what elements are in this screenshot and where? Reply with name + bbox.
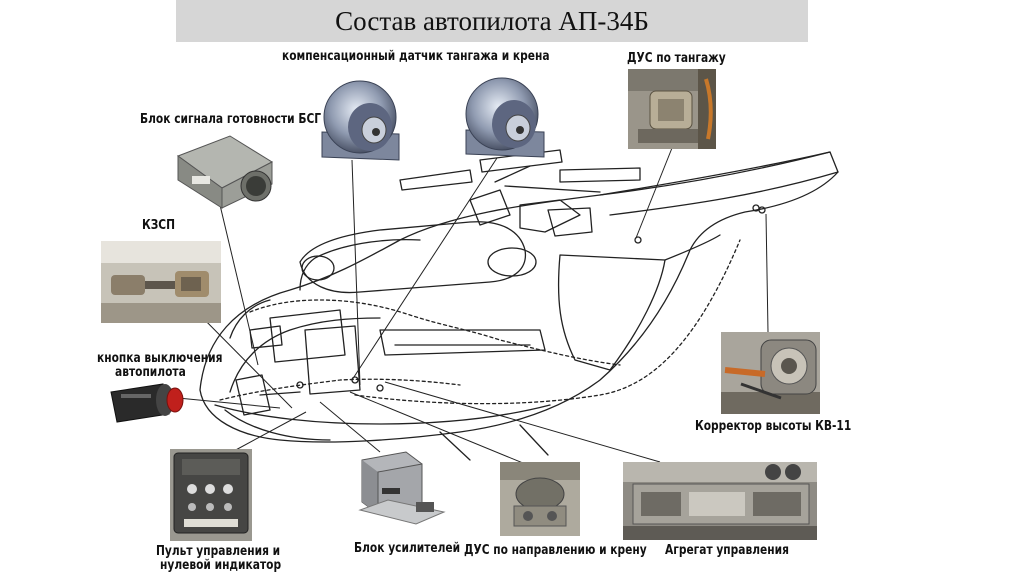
bsg-photo (176, 135, 274, 209)
dus-pitch-photo (628, 69, 716, 149)
comp-sensor-photo-2 (465, 77, 545, 158)
label-button-line1: кнопка выключения (97, 351, 223, 366)
corrector-photo (721, 332, 820, 414)
dus-heading-photo (500, 462, 580, 536)
label-panel-line2: нулевой индикатор (160, 558, 282, 573)
title-bar: Состав автопилота АП-34Б (176, 0, 808, 42)
amplifier-photo (358, 451, 446, 525)
label-panel-line1: Пульт управления и (156, 544, 281, 559)
label-control-unit: Агрегат управления (665, 543, 789, 558)
label-dus-heading: ДУС по направлению и крену (464, 543, 647, 558)
kzsp-photo (101, 241, 221, 323)
label-button-line2: автопилота (115, 365, 186, 380)
label-bsg: Блок сигнала готовности БСГ (140, 112, 322, 127)
control-panel-photo (170, 449, 252, 541)
label-kzsp: КЗСП (142, 218, 176, 233)
slide-title: Состав автопилота АП-34Б (335, 5, 649, 36)
control-unit-photo (623, 462, 817, 540)
label-comp-sensor: компенсационный датчик тангажа и крена (282, 49, 550, 64)
label-amplifier: Блок усилителей (354, 541, 461, 556)
label-corrector: Корректор высоты КВ-11 (695, 419, 852, 434)
comp-sensor-photo-1 (321, 80, 400, 161)
label-dus-pitch: ДУС по тангажу (627, 51, 726, 66)
disconnect-button-photo (110, 383, 184, 423)
